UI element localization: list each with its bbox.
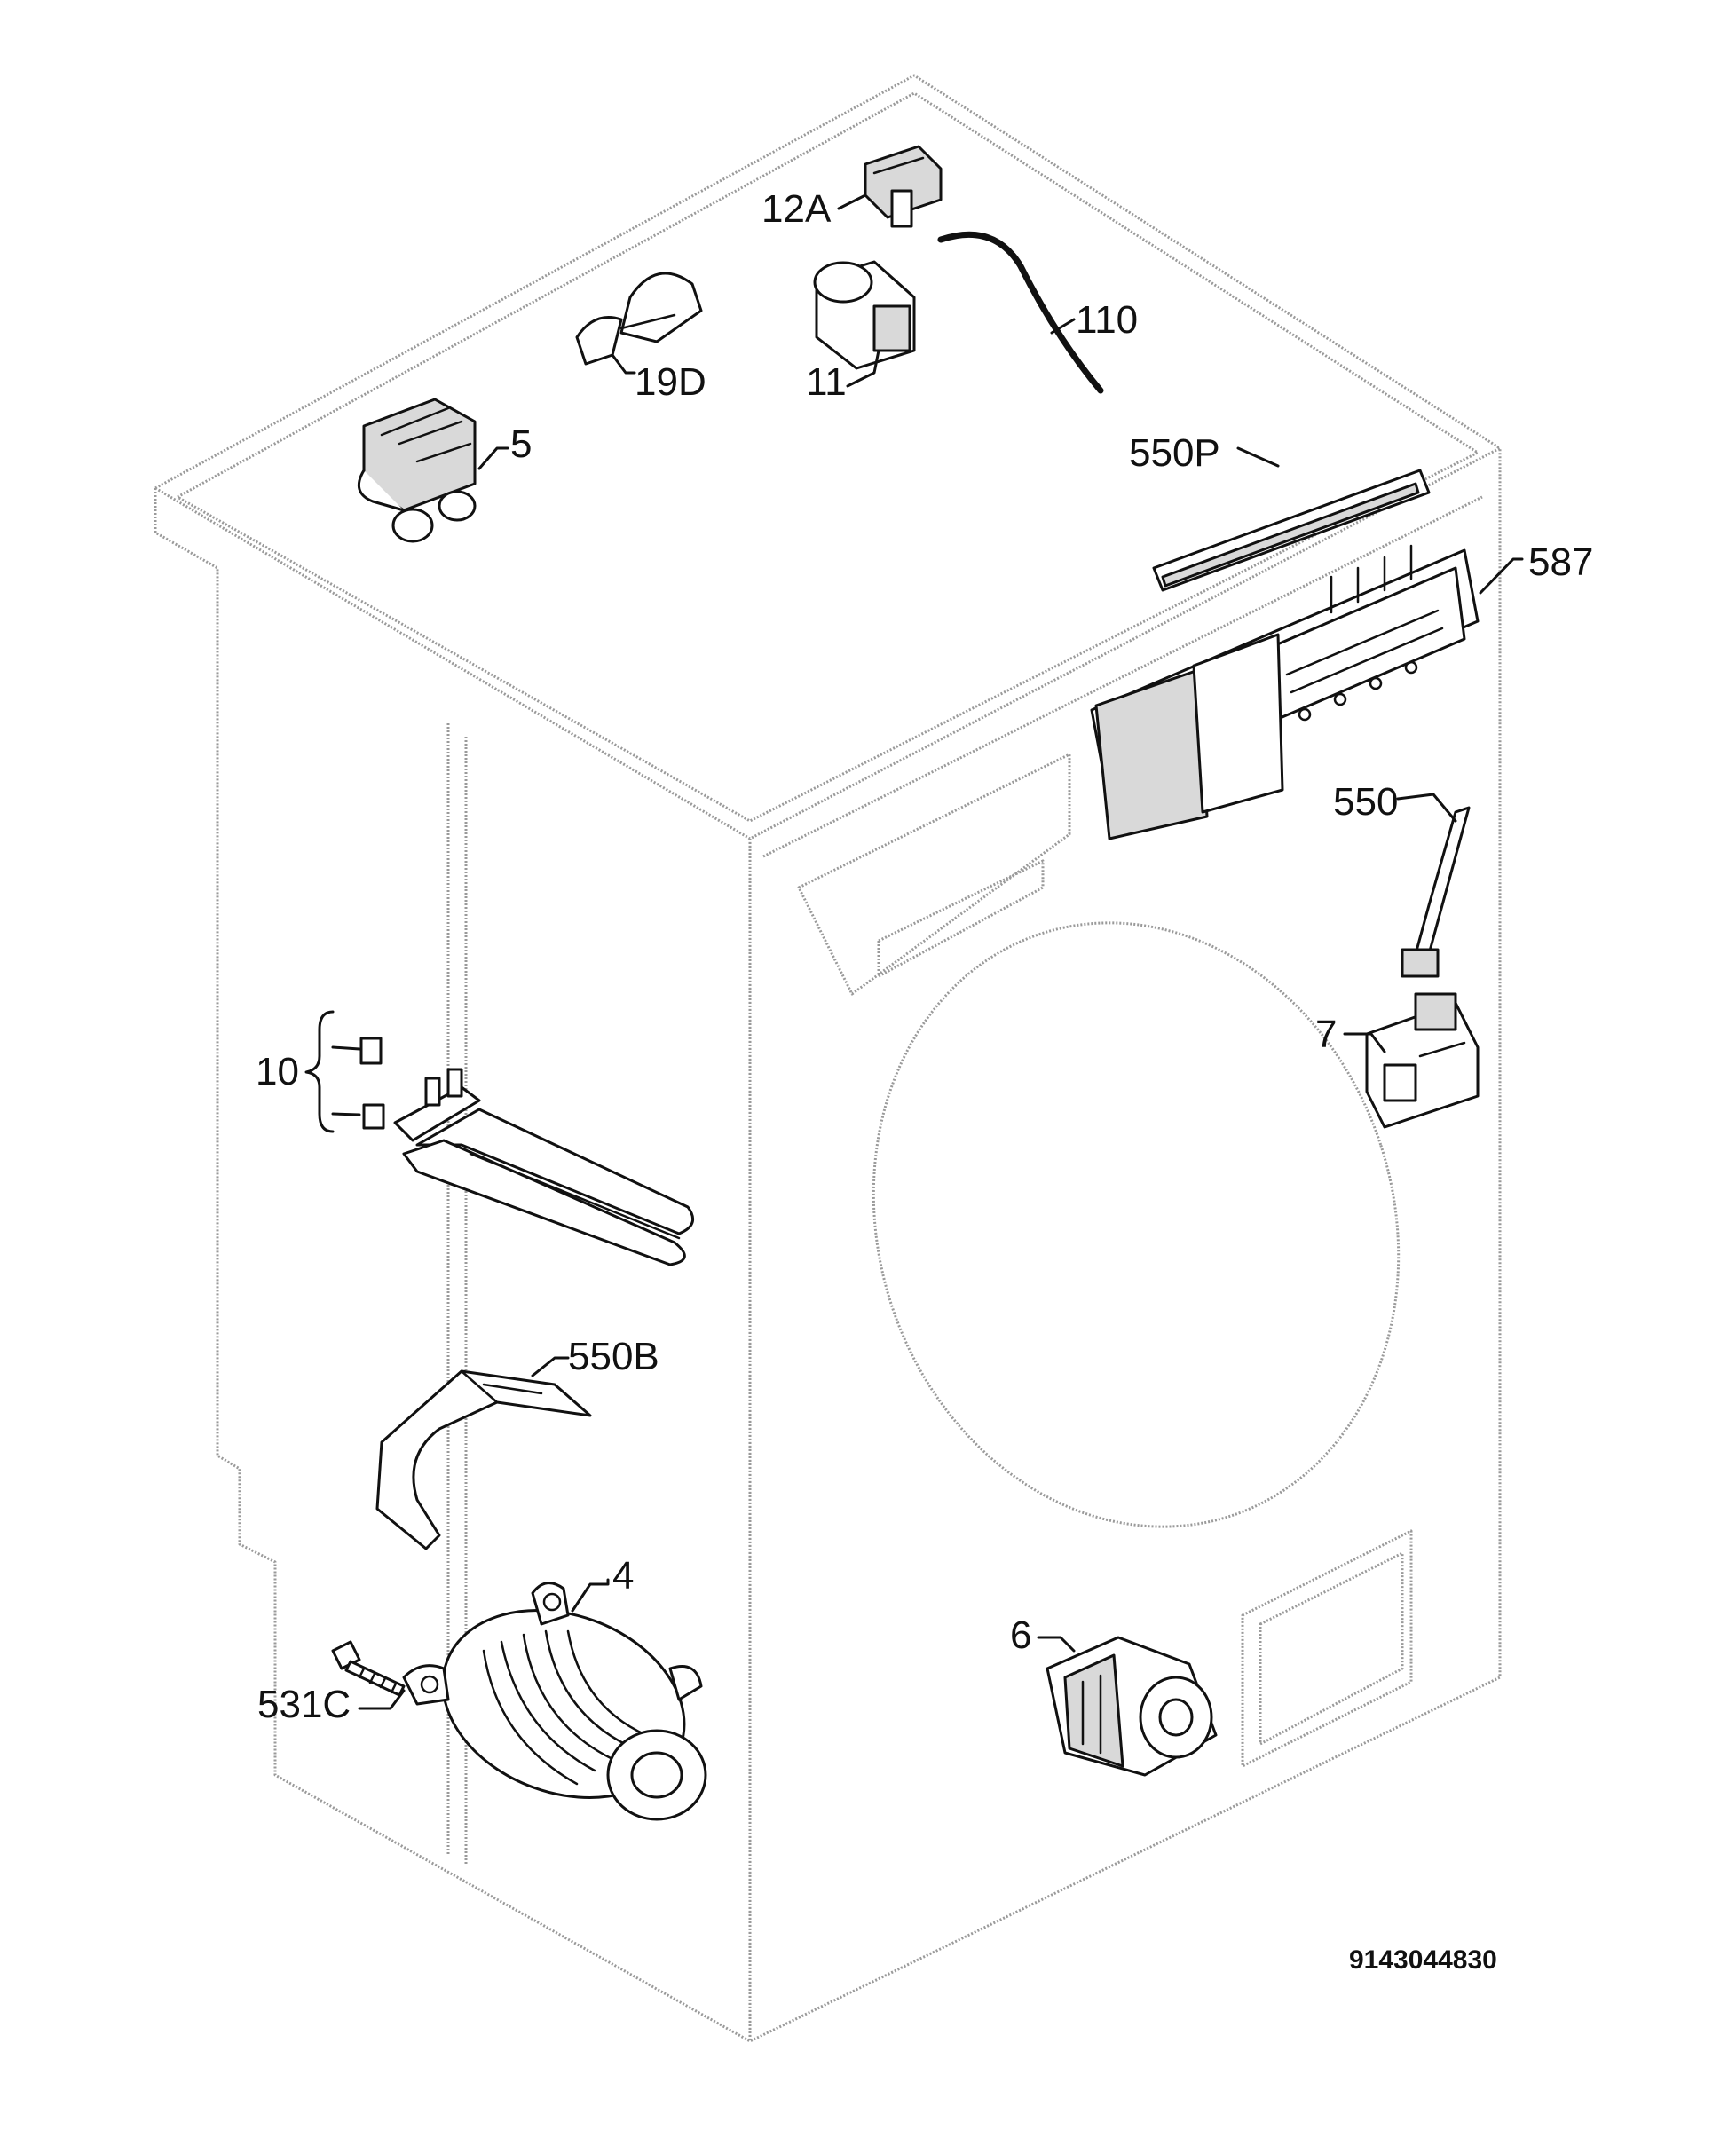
- label-11: 11: [806, 360, 847, 404]
- label-550P: 550P: [1129, 431, 1220, 475]
- label-5: 5: [510, 422, 532, 466]
- part-550B-bracket[interactable]: 550B: [375, 1335, 659, 1550]
- part-10-heating-element[interactable]: 10: [256, 1010, 695, 1266]
- part-587-electronic-module[interactable]: 587: [1090, 540, 1593, 840]
- part-550-lever[interactable]: 550: [1333, 780, 1471, 978]
- label-19D: 19D: [635, 360, 706, 404]
- part-7-door-interlock[interactable]: 7: [1315, 992, 1480, 1129]
- part-12A-pressure-switch[interactable]: 12A: [761, 145, 943, 231]
- label-7: 7: [1315, 1013, 1337, 1056]
- part-550P-panel-cover[interactable]: 550P: [1129, 431, 1431, 592]
- part-5-inlet-valve[interactable]: 5: [357, 398, 532, 543]
- label-531C: 531C: [257, 1683, 351, 1726]
- part-4-motor[interactable]: 4: [402, 1554, 711, 1830]
- label-10: 10: [256, 1050, 299, 1093]
- part-19D-holder[interactable]: 19D: [575, 272, 706, 404]
- part-531C-screw[interactable]: 531C: [257, 1640, 406, 1726]
- appliance-cabinet-outline: [154, 74, 1502, 2043]
- label-587: 587: [1528, 540, 1593, 584]
- part-110-hose[interactable]: 110: [937, 231, 1138, 394]
- part-11-interference-filter[interactable]: 11: [806, 260, 916, 404]
- label-110: 110: [1076, 298, 1138, 342]
- label-550B: 550B: [568, 1335, 659, 1378]
- label-4: 4: [612, 1554, 634, 1598]
- part-6-drain-pump[interactable]: 6: [1010, 1613, 1218, 1777]
- label-550: 550: [1333, 780, 1398, 824]
- label-6: 6: [1010, 1613, 1031, 1657]
- label-12A: 12A: [761, 187, 832, 231]
- document-number: 9143044830: [1349, 1945, 1497, 1975]
